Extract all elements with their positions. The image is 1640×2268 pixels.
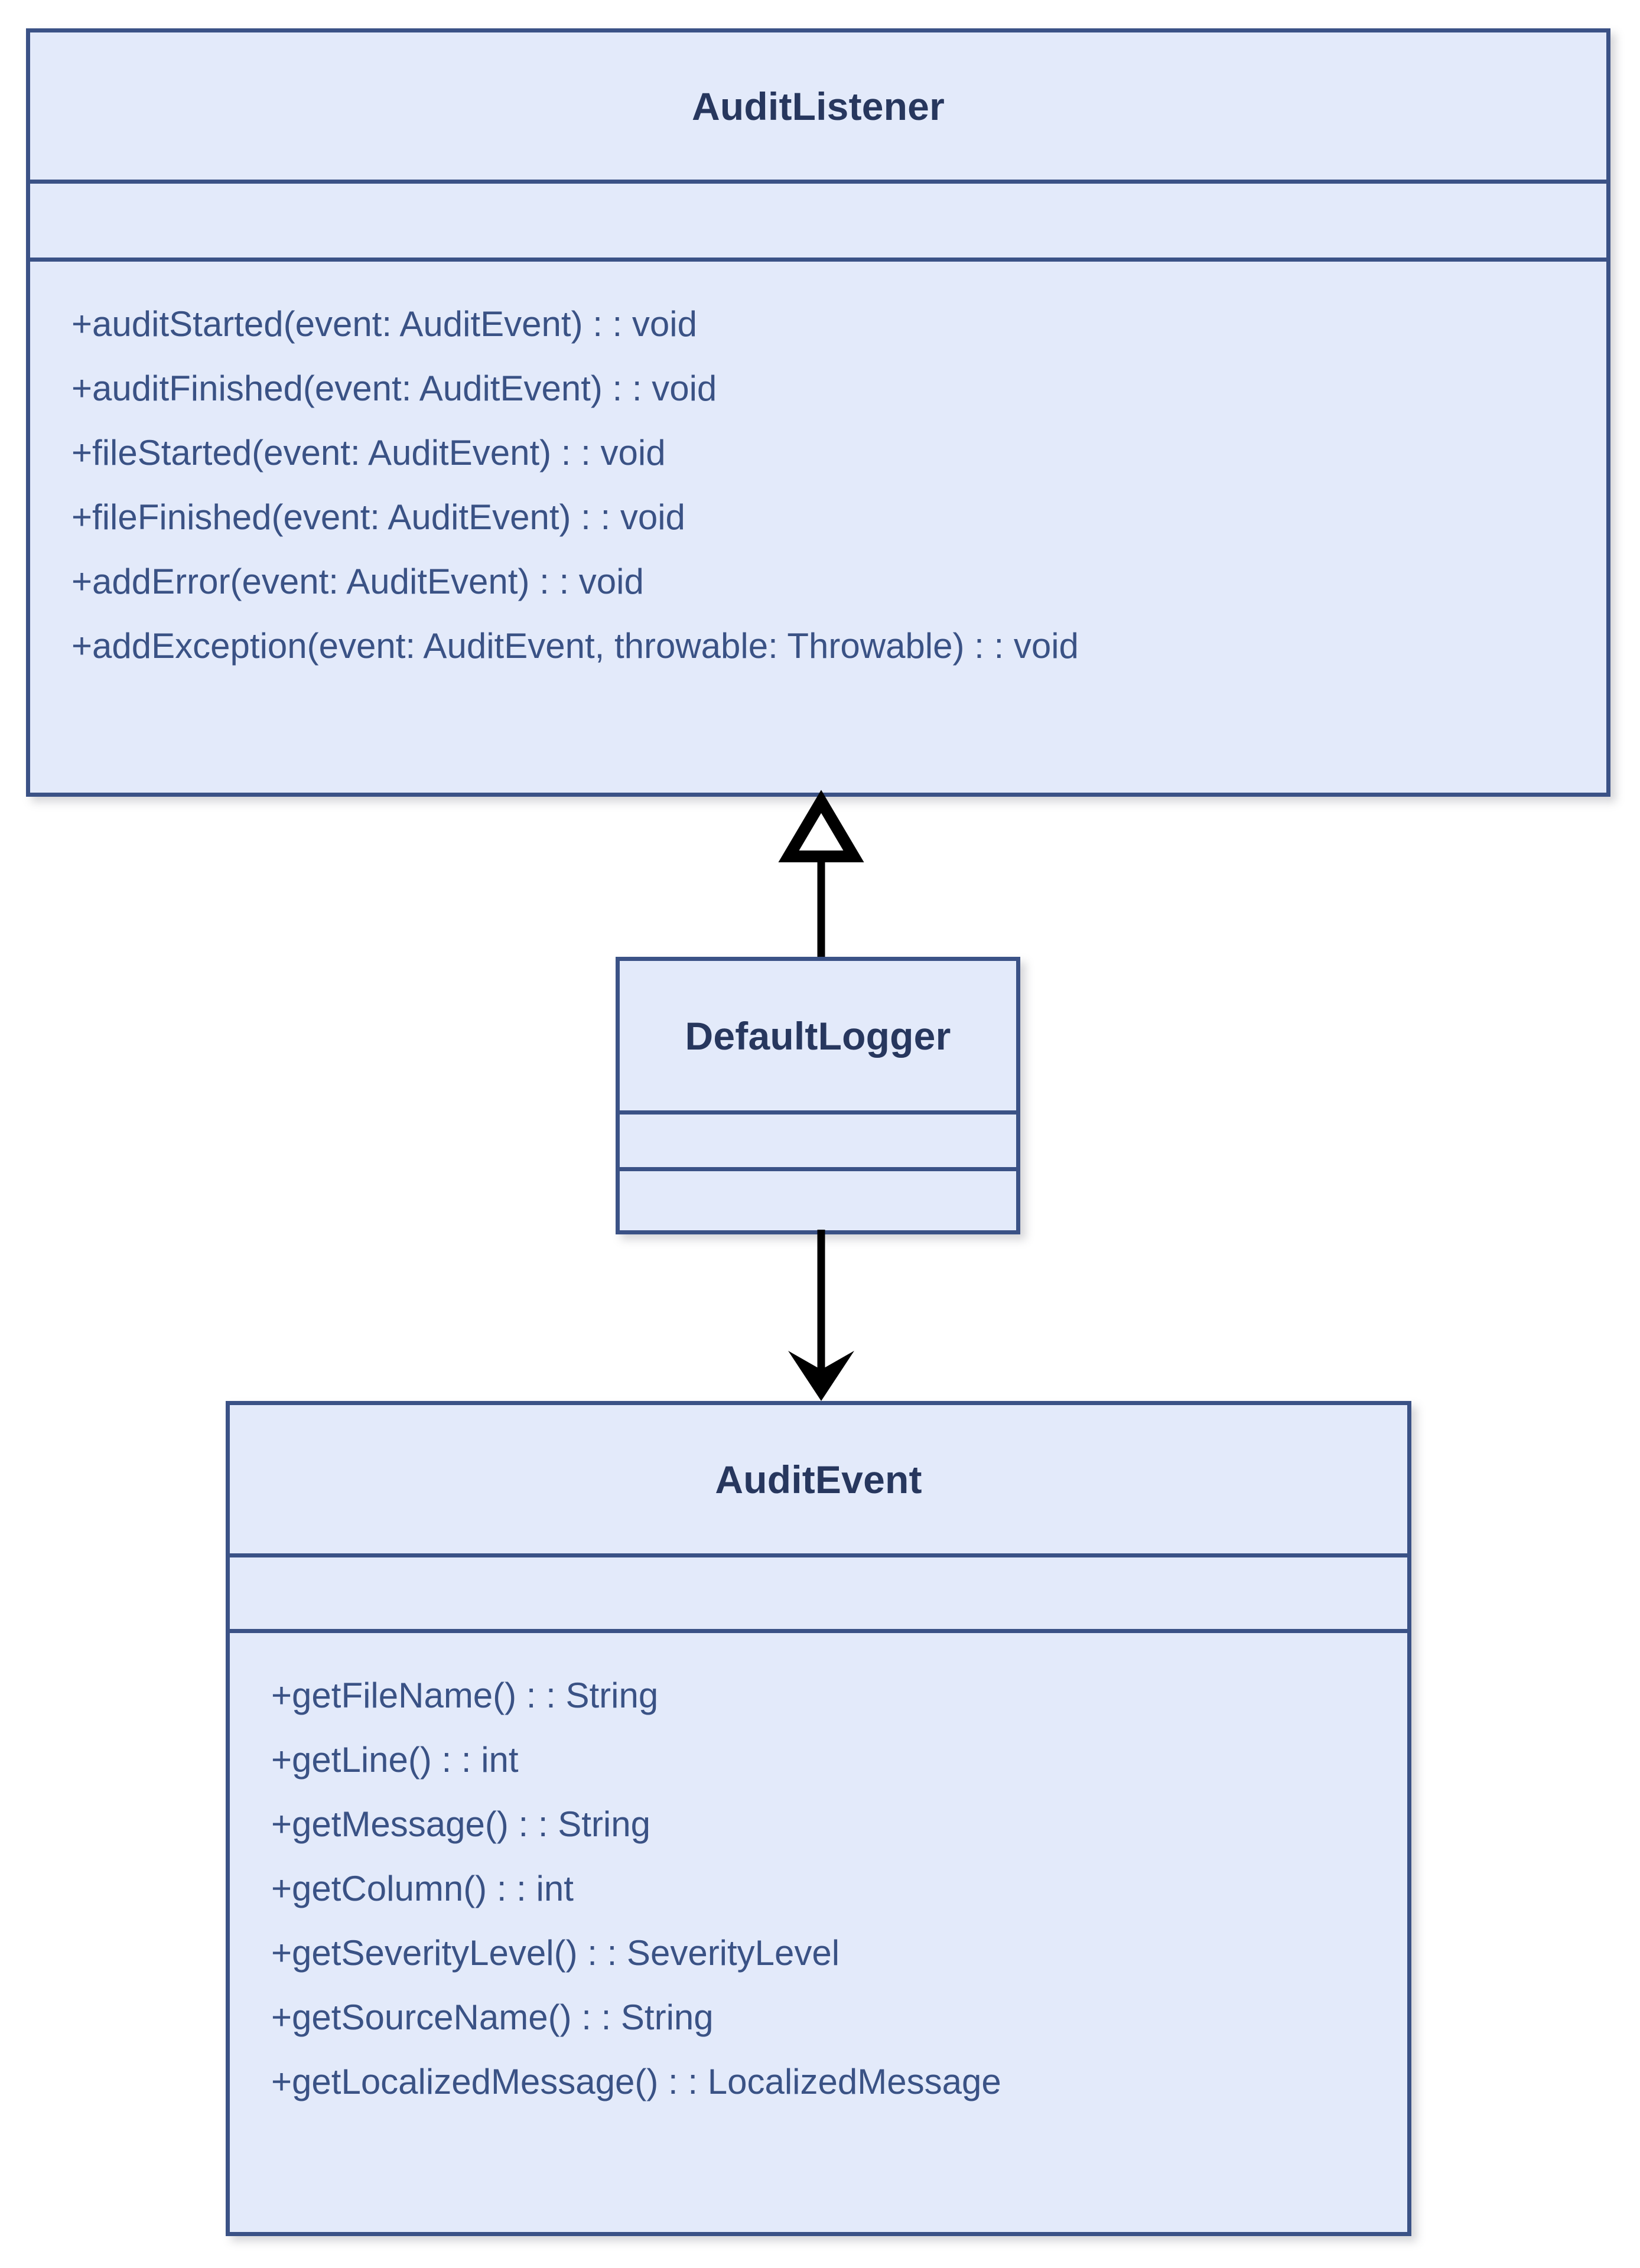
association-connector-defaultlogger-to-auditevent bbox=[762, 1230, 880, 1407]
class-attributes-auditevent bbox=[230, 1553, 1407, 1629]
method-item: +getSourceName() : : String bbox=[271, 1997, 714, 2037]
method-item: +getLine() : : int bbox=[271, 1740, 519, 1780]
class-box-auditevent[interactable]: AuditEvent +getFileName() : : String +ge… bbox=[226, 1401, 1411, 2236]
class-methods-defaultlogger bbox=[620, 1167, 1016, 1230]
generalization-connector-defaultlogger-to-auditlistener bbox=[762, 790, 880, 963]
association-arrow-icon bbox=[788, 1230, 854, 1401]
method-item: +addError(event: AuditEvent) : : void bbox=[71, 562, 644, 601]
method-item: +getSeverityLevel() : : SeverityLevel bbox=[271, 1933, 840, 1973]
method-item: +fileFinished(event: AuditEvent) : : voi… bbox=[71, 497, 685, 537]
class-attributes-defaultlogger bbox=[620, 1110, 1016, 1167]
class-box-defaultlogger[interactable]: DefaultLogger bbox=[616, 957, 1020, 1234]
method-item: +fileStarted(event: AuditEvent) : : void bbox=[71, 433, 666, 472]
method-item: +getColumn() : : int bbox=[271, 1869, 574, 1908]
class-name-defaultlogger: DefaultLogger bbox=[620, 961, 1016, 1110]
class-attributes-auditlistener bbox=[30, 180, 1606, 258]
method-item: +auditFinished(event: AuditEvent) : : vo… bbox=[71, 369, 717, 408]
generalization-arrow-icon bbox=[778, 790, 864, 963]
class-box-auditlistener[interactable]: AuditListener +auditStarted(event: Audit… bbox=[26, 28, 1610, 797]
class-name-auditlistener: AuditListener bbox=[30, 32, 1606, 180]
method-item: +addException(event: AuditEvent, throwab… bbox=[71, 626, 1079, 666]
method-item: +getMessage() : : String bbox=[271, 1804, 650, 1844]
class-name-auditevent: AuditEvent bbox=[230, 1405, 1407, 1553]
class-methods-auditlistener: +auditStarted(event: AuditEvent) : : voi… bbox=[30, 258, 1606, 793]
method-item: +auditStarted(event: AuditEvent) : : voi… bbox=[71, 304, 697, 344]
method-item: +getLocalizedMessage() : : LocalizedMess… bbox=[271, 2062, 1001, 2101]
class-methods-auditevent: +getFileName() : : String +getLine() : :… bbox=[230, 1629, 1407, 2232]
method-item: +getFileName() : : String bbox=[271, 1676, 659, 1715]
